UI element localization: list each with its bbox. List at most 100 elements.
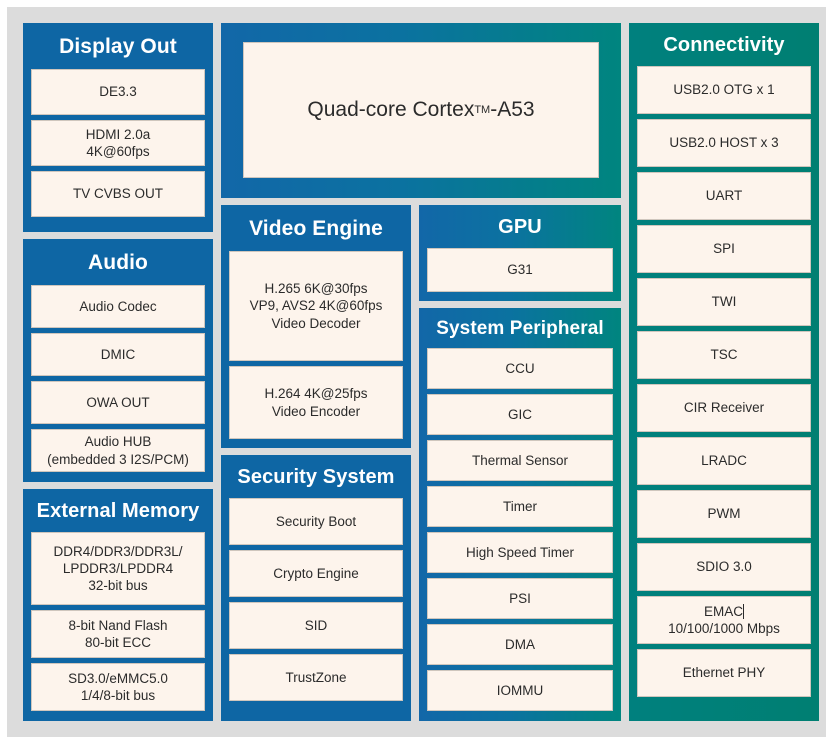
block-cell[interactable]: SID	[229, 602, 403, 649]
cell-line: TV CVBS OUT	[72, 186, 163, 202]
block-cell[interactable]: Thermal Sensor	[427, 440, 613, 481]
cell-line: DMIC	[100, 346, 136, 362]
system-peripheral-title: System Peripheral	[436, 318, 604, 339]
block-cell[interactable]: G31	[427, 248, 613, 292]
cell-line: DMA	[505, 636, 535, 652]
block-cell[interactable]: USB2.0 OTG x 1	[637, 66, 811, 114]
cell-line: Timer	[503, 498, 537, 514]
block-cell[interactable]: OWA OUT	[31, 381, 205, 424]
block-cell[interactable]: DE3.3	[31, 69, 205, 115]
block-cell[interactable]: Timer	[427, 486, 613, 527]
security-system-title: Security System	[237, 466, 395, 488]
block-cell[interactable]: EMAC 10/100/1000 Mbps	[637, 596, 811, 644]
block-cell[interactable]: Audio Codec	[31, 285, 205, 328]
cell-line: G31	[507, 262, 533, 278]
cell-line: USB2.0 OTG x 1	[673, 82, 775, 98]
block-cell[interactable]: TSC	[637, 331, 811, 379]
cell-line: OWA OUT	[86, 394, 150, 410]
cell-line: SD3.0/eMMC5.0	[68, 670, 168, 686]
block-cell[interactable]: High Speed Timer	[427, 532, 613, 573]
cell-line: 32-bit bus	[88, 578, 148, 594]
cell-line: SDIO 3.0	[696, 559, 752, 575]
block-cell[interactable]: DMIC	[31, 333, 205, 376]
cell-line: Crypto Engine	[273, 565, 359, 581]
block-cell[interactable]: TrustZone	[229, 654, 403, 701]
cell-line: H.265 6K@30fps	[264, 281, 368, 297]
video-engine-title: Video Engine	[249, 217, 383, 240]
cell-line: USB2.0 HOST x 3	[669, 135, 779, 151]
cpu-label-prefix: Quad-core Cortex	[307, 98, 475, 121]
block-cell[interactable]: PWM	[637, 490, 811, 538]
gpu-title: GPU	[498, 216, 542, 238]
cell-line: Video Decoder	[271, 315, 361, 331]
cell-line: VP9, AVS2 4K@60fps	[249, 298, 383, 314]
cell-line: Video Encoder	[271, 403, 361, 419]
block-cell[interactable]: Security Boot	[229, 498, 403, 545]
block-cell[interactable]: TWI	[637, 278, 811, 326]
cell-line: GIC	[507, 406, 532, 422]
block-cell[interactable]: TV CVBS OUT	[31, 171, 205, 217]
block-cell[interactable]: Crypto Engine	[229, 550, 403, 597]
cell-line: Ethernet PHY	[682, 665, 766, 681]
cell-line: Thermal Sensor	[471, 452, 569, 468]
cell-line: IOMMU	[496, 682, 544, 698]
cell-line: UART	[705, 188, 743, 204]
block-cell[interactable]: GIC	[427, 394, 613, 435]
cell-line: CIR Receiver	[683, 400, 765, 416]
cell-line: EMAC	[703, 603, 744, 619]
cell-line: LPDDR3/LPDDR4	[62, 560, 174, 576]
cell-line: 80-bit ECC	[84, 635, 152, 650]
block-cell[interactable]: CCU	[427, 348, 613, 389]
cell-line: Audio HUB	[84, 434, 152, 450]
external-memory-block[interactable]: External Memory DDR4/DDR3/DDR3L/LPDDR3/L…	[23, 489, 213, 721]
block-cell[interactable]: DMA	[427, 624, 613, 665]
cell-line: 1/4/8-bit bus	[80, 688, 156, 703]
block-cell[interactable]: LRADC	[637, 437, 811, 485]
cell-line: 10/100/1000 Mbps	[668, 621, 780, 636]
connectivity-items: USB2.0 OTG x 1 USB2.0 HOST x 3 UART SPI TWI T…	[637, 66, 811, 697]
cell-line: HDMI 2.0a	[85, 126, 151, 142]
block-cell[interactable]: CIR Receiver	[637, 384, 811, 432]
block-cell[interactable]: IOMMU	[427, 670, 613, 711]
text-caret	[743, 603, 744, 619]
block-cell[interactable]: SPI	[637, 225, 811, 273]
cell-line: PWM	[707, 506, 741, 522]
block-cell[interactable]: SDIO 3.0	[637, 543, 811, 591]
gpu-block[interactable]: GPU G31	[419, 205, 621, 301]
block-cell[interactable]: PSI	[427, 578, 613, 619]
block-cell[interactable]: SD3.0/eMMC5.0 1/4/8-bit bus	[31, 663, 205, 711]
cell-line: (embedded 3 I2S/PCM)	[47, 451, 189, 467]
external-memory-title: External Memory	[36, 500, 200, 522]
cell-line: High Speed Timer	[465, 544, 575, 560]
cell-line: H.264 4K@25fps	[264, 386, 368, 402]
gpu-items: G31	[427, 248, 613, 292]
block-cell[interactable]: USB2.0 HOST x 3	[637, 119, 811, 167]
cell-line: TSC	[710, 347, 738, 363]
cell-line: TrustZone	[285, 669, 347, 685]
block-cell[interactable]: Audio HUB(embedded 3 I2S/PCM)	[31, 429, 205, 472]
block-cell[interactable]: Ethernet PHY	[637, 649, 811, 697]
cell-line: LRADC	[701, 453, 747, 469]
block-cell[interactable]: UART	[637, 172, 811, 220]
cell-line: CCU	[505, 360, 535, 376]
cpu-trademark-symbol: TM	[474, 104, 491, 116]
